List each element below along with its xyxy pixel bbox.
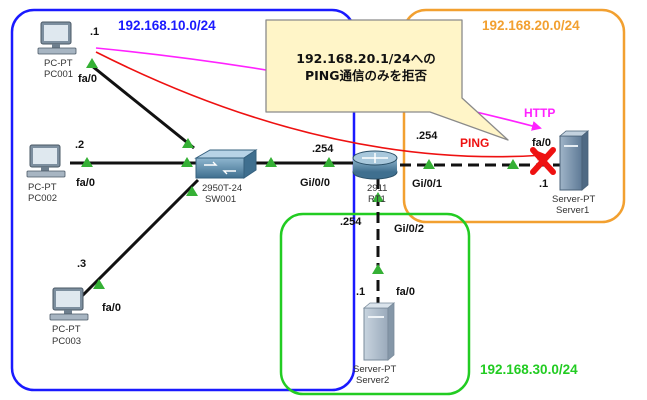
server1-type: Server-PT bbox=[552, 194, 596, 205]
network-label-10: 192.168.10.0/24 bbox=[118, 18, 216, 33]
callout-line-1: 192.168.20.1/24への bbox=[296, 51, 436, 66]
network-label-20: 192.168.20.0/24 bbox=[482, 18, 580, 33]
pc003-port: fa/0 bbox=[102, 302, 121, 314]
pc002-type: PC-PT bbox=[28, 182, 57, 193]
link-status-server1 bbox=[507, 159, 519, 169]
acl-callout-bubble bbox=[265, 19, 509, 141]
ping-label: PING bbox=[460, 136, 490, 150]
link-status-sw-pc001 bbox=[182, 138, 194, 148]
router-gi00-port: Gi/0/0 bbox=[300, 177, 330, 189]
router-gi02-ip: .254 bbox=[340, 216, 362, 228]
router-gi00-ip: .254 bbox=[312, 143, 334, 155]
callout-line-2: PING通信のみを拒否 bbox=[304, 68, 428, 83]
router-gi01-ip: .254 bbox=[416, 130, 438, 142]
server1-ip: .1 bbox=[539, 178, 549, 190]
pc003-name: PC003 bbox=[52, 336, 82, 347]
server2-name: Server2 bbox=[356, 375, 390, 386]
link-status-router-gi02 bbox=[372, 192, 384, 202]
link-status-router-gi00 bbox=[323, 157, 335, 167]
network-label-30: 192.168.30.0/24 bbox=[480, 362, 578, 377]
switch-model: 2950T-24 bbox=[202, 183, 243, 194]
router-gi02-port: Gi/0/2 bbox=[394, 223, 424, 235]
router-model: 2911 bbox=[367, 183, 388, 194]
link-status-pc002 bbox=[81, 157, 93, 167]
pc003-ip: .3 bbox=[77, 258, 87, 270]
link-status-pc001 bbox=[86, 58, 98, 68]
server2-port: fa/0 bbox=[396, 286, 415, 298]
server1-icon[interactable] bbox=[558, 130, 590, 191]
link-status-server2 bbox=[372, 264, 384, 274]
server2-icon[interactable] bbox=[362, 302, 396, 361]
server2-ip: .1 bbox=[356, 286, 366, 298]
pc002-ip: .2 bbox=[75, 139, 85, 151]
pc003-type: PC-PT bbox=[52, 324, 81, 335]
link-pc003-switch bbox=[80, 178, 200, 298]
network-boundary-10 bbox=[10, 8, 356, 392]
pc001-type: PC-PT bbox=[44, 58, 73, 69]
switch-sw001-icon[interactable] bbox=[194, 149, 258, 179]
link-status-sw-pc003 bbox=[186, 186, 198, 196]
network-boundary-30 bbox=[279, 212, 471, 396]
http-label: HTTP bbox=[524, 106, 556, 120]
link-status-sw-router bbox=[265, 157, 277, 167]
router-name: RT1 bbox=[368, 194, 386, 205]
pc001-name: PC001 bbox=[44, 69, 74, 80]
pc001-icon[interactable] bbox=[37, 21, 77, 55]
network-boundary-20 bbox=[402, 8, 626, 224]
acl-callout-text: 192.168.20.1/24への PING通信のみを拒否 bbox=[270, 22, 462, 110]
link-status-indicators bbox=[81, 58, 519, 289]
server1-port: fa/0 bbox=[532, 137, 551, 149]
link-status-pc003 bbox=[93, 279, 105, 289]
link-status-router-gi01 bbox=[423, 159, 435, 169]
link-status-sw-pc002 bbox=[181, 157, 193, 167]
server2-type: Server-PT bbox=[353, 364, 397, 375]
pc002-name: PC002 bbox=[28, 193, 58, 204]
pc001-ip: .1 bbox=[90, 26, 100, 38]
pc002-port: fa/0 bbox=[76, 177, 95, 189]
pc002-icon[interactable] bbox=[26, 144, 66, 178]
pc001-port: fa/0 bbox=[78, 73, 97, 85]
blocked-x-icon bbox=[530, 147, 556, 175]
ping-flow-arrow bbox=[95, 51, 547, 161]
server1-name: Server1 bbox=[556, 205, 590, 216]
router-rt1-icon[interactable] bbox=[352, 150, 398, 180]
switch-name: SW001 bbox=[205, 194, 237, 205]
router-gi01-port: Gi/0/1 bbox=[412, 178, 442, 190]
pc003-icon[interactable] bbox=[49, 287, 89, 321]
link-pc001-switch bbox=[91, 64, 195, 150]
